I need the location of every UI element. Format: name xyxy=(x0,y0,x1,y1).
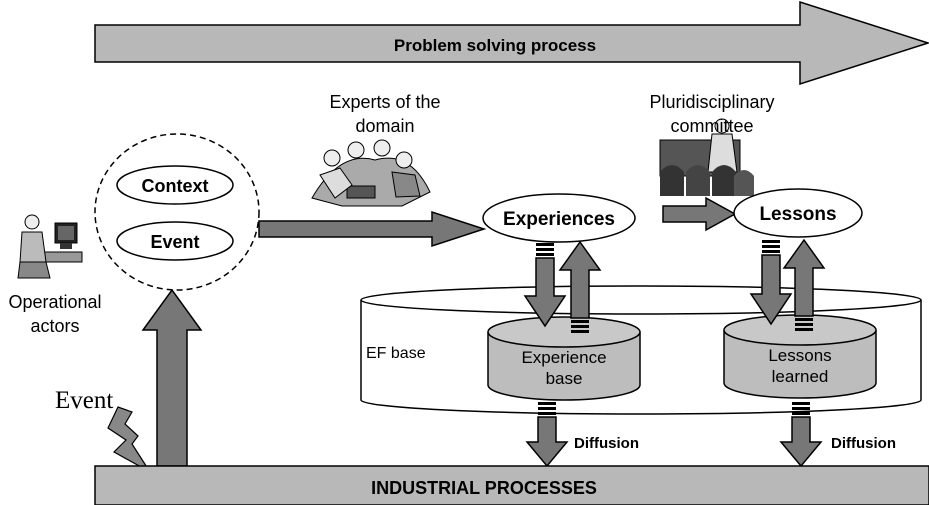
diffusion-left-label: Diffusion xyxy=(574,435,639,452)
operational-actors-label-line1: Operational xyxy=(8,292,101,312)
event-node xyxy=(116,221,234,261)
experiences-node xyxy=(482,193,636,243)
process-banner-label: Problem solving process xyxy=(394,36,596,55)
lessons-down-arrow xyxy=(749,240,793,326)
committee-icon xyxy=(659,118,754,196)
experience-base-cylinder xyxy=(487,316,641,401)
up-arrow-to-capture xyxy=(141,288,203,467)
event-trigger-label: Event xyxy=(55,387,113,414)
context-node xyxy=(116,165,234,205)
experiences-label: Experiences xyxy=(503,209,615,230)
operational-actors-label-line2: actors xyxy=(30,316,79,336)
experiences-up-arrow xyxy=(558,240,602,333)
industrial-processes-label: INDUSTRIAL PROCESSES xyxy=(371,478,597,498)
diffusion-left-arrow xyxy=(525,402,569,468)
experience-base-label-line1: Experience xyxy=(521,348,606,367)
lightning-icon xyxy=(107,406,151,473)
experts-label-line2: domain xyxy=(355,116,414,136)
lessons-label: Lessons xyxy=(759,204,836,225)
committee-label-line1: Pluridisciplinary xyxy=(649,92,774,112)
arrow-experiences-to-lessons xyxy=(662,196,737,232)
experience-base-label-line2: base xyxy=(546,369,583,388)
diffusion-right-label: Diffusion xyxy=(831,435,896,452)
lessons-learned-label-line1: Lessons xyxy=(768,346,831,365)
lessons-node xyxy=(733,188,863,238)
industrial-processes-bar xyxy=(94,465,929,505)
lessons-learned-label-line2: learned xyxy=(772,367,829,386)
ef-base-label: EF base xyxy=(366,345,426,362)
operational-actor-icon xyxy=(17,214,83,279)
context-label: Context xyxy=(142,176,209,196)
experts-label-line1: Experts of the xyxy=(329,92,440,112)
process-banner-arrow xyxy=(94,0,929,86)
arrow-to-experiences xyxy=(258,210,487,248)
capture-dashed-circle xyxy=(94,133,260,291)
diffusion-right-arrow xyxy=(779,402,823,468)
experiences-down-arrow xyxy=(523,243,567,328)
lessons-up-arrow xyxy=(782,238,826,331)
committee-label-line2: committee xyxy=(670,116,753,136)
lessons-learned-cylinder xyxy=(723,314,877,399)
experts-icon xyxy=(311,139,431,207)
event-label: Event xyxy=(150,232,199,252)
